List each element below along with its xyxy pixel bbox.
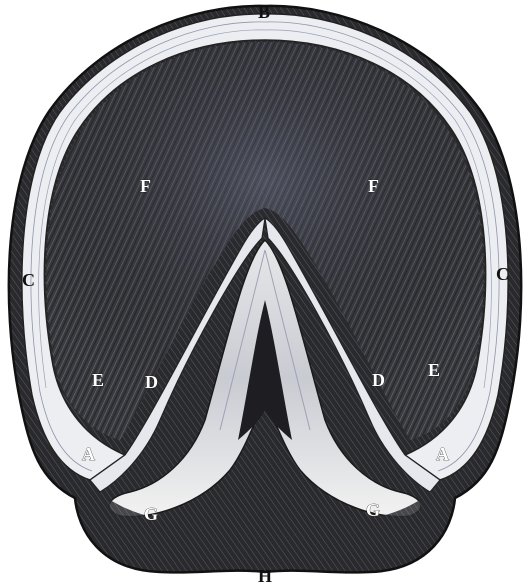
label-c-right: C: [496, 264, 509, 284]
label-d-left: D: [145, 372, 158, 392]
label-f-right: F: [368, 176, 379, 196]
label-h: H: [258, 566, 272, 584]
label-b: B: [258, 2, 270, 22]
label-g-right: G: [366, 500, 380, 520]
label-e-left: E: [92, 370, 104, 390]
label-d-right: D: [372, 370, 385, 390]
label-a-left: A: [82, 444, 95, 464]
label-f-left: F: [140, 176, 151, 196]
label-a-right: A: [436, 444, 449, 464]
label-c-left: C: [22, 270, 35, 290]
label-g-left: G: [144, 504, 158, 524]
label-e-right: E: [428, 360, 440, 380]
